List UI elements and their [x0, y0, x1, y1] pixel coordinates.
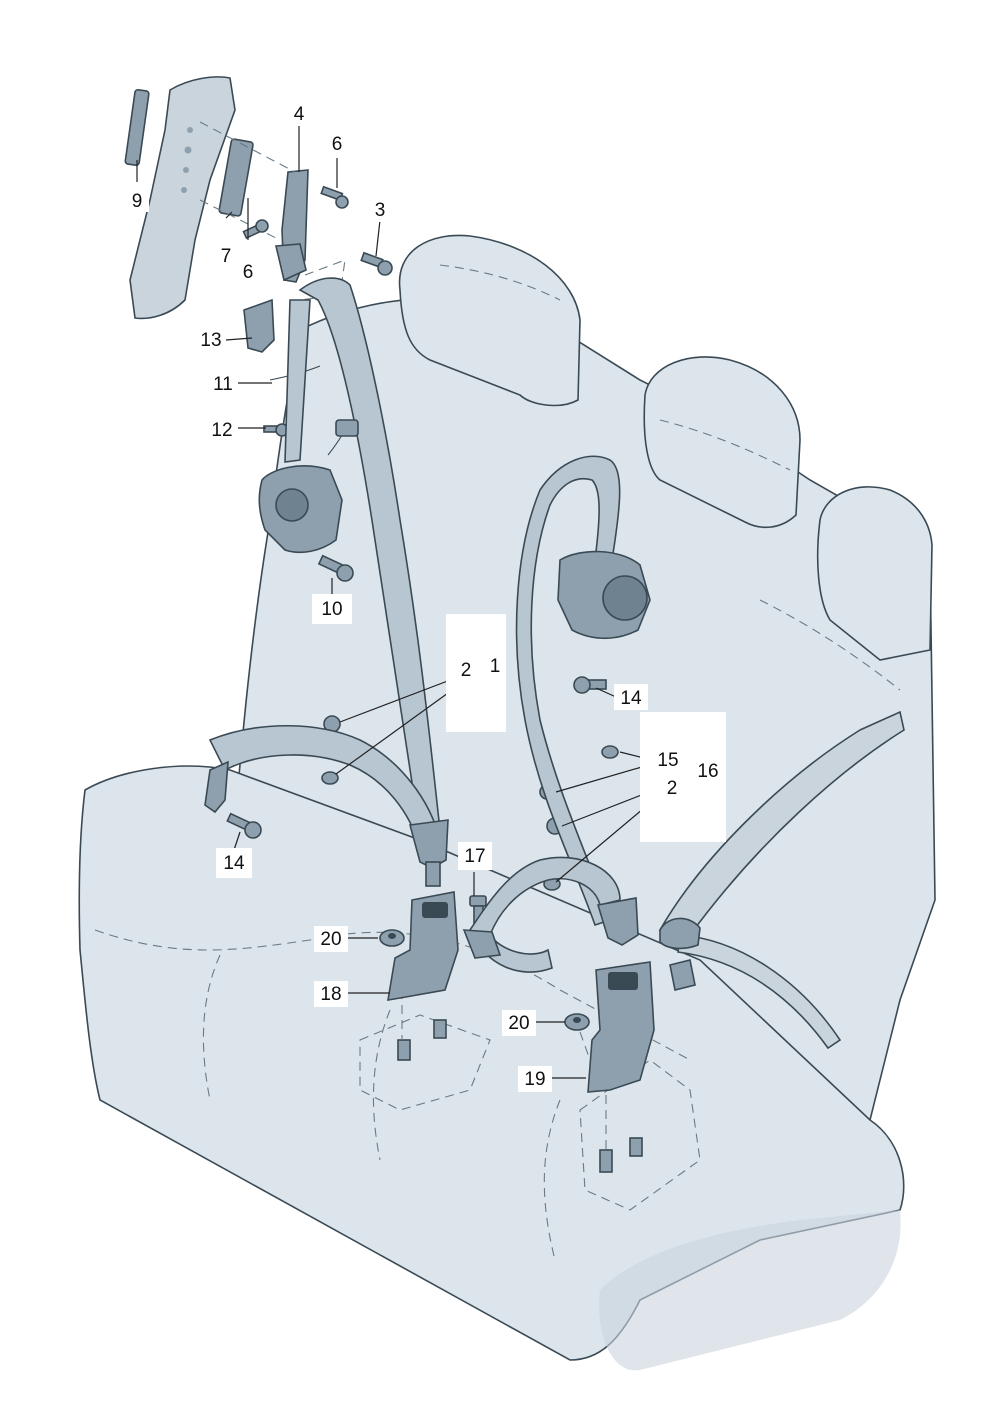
bolt-12: [263, 423, 289, 437]
buckle-19: [587, 961, 655, 1093]
label-box-9: [125, 186, 149, 212]
belt-center-webbing: [515, 455, 621, 927]
clip-13: [243, 298, 275, 353]
label-box-14-left: [216, 848, 252, 878]
belt-right: [658, 710, 905, 1050]
belt-left: [204, 277, 459, 1001]
headrest-center: [643, 356, 801, 529]
label-box-14-right: [614, 684, 648, 710]
label-box-12: [206, 416, 238, 442]
headrest-left: [398, 234, 581, 407]
label-box-10: [312, 594, 352, 624]
callout-7: 7: [221, 246, 232, 267]
connector-left: [335, 419, 359, 437]
bolt-6-upper: [320, 185, 349, 209]
callout-6-upper: 6: [332, 134, 343, 155]
mount-plate-left: [359, 1014, 491, 1111]
callout-14-left: 14: [223, 853, 245, 874]
bolt-10: [317, 554, 354, 582]
callout-18: 18: [320, 984, 341, 1005]
belt-left-anchor: [204, 760, 229, 814]
label-box-3: [368, 196, 392, 222]
callout-labels: 9 4 6 3 7 6 13 11 12 10 2 1 14 15 16 2 1…: [125, 100, 726, 1092]
guide-bracket: [275, 243, 307, 282]
label-box-13: [196, 326, 226, 352]
label-box-6-upper: [325, 130, 349, 156]
nut-20-left: [379, 929, 405, 947]
label-box-19: [518, 1066, 552, 1092]
label-box-6-lower: [236, 258, 260, 284]
pillar-trim: [124, 76, 309, 320]
nut-20-right: [564, 1013, 590, 1031]
cover-strip-9: [124, 88, 150, 167]
label-box-16: [640, 712, 726, 842]
seat-cushion-shade: [599, 1210, 901, 1371]
belt-center-lap: [469, 856, 621, 973]
callout-14-right: 14: [620, 688, 642, 709]
callout-20-right: 20: [508, 1013, 529, 1034]
leader-lines: [136, 124, 663, 1079]
pillar-trim-panel: [129, 76, 236, 320]
label-box-11: [208, 370, 238, 396]
callout-6-lower: 6: [243, 262, 254, 283]
belt-left-webbing: [298, 277, 441, 836]
label-box-20-left: [314, 926, 348, 952]
label-box-7: [214, 242, 238, 268]
callout-10: 10: [321, 599, 342, 620]
callout-16: 16: [697, 761, 718, 782]
rear-seat: [78, 234, 936, 1371]
belt-right-tongue: [659, 917, 701, 950]
callout-4: 4: [294, 104, 305, 125]
label-box-17: [458, 842, 492, 870]
callout-19: 19: [524, 1069, 545, 1090]
bolt-14-right: [573, 676, 607, 694]
tongue-center: [596, 897, 639, 946]
label-box-4: [287, 100, 311, 126]
callout-17: 17: [464, 846, 485, 867]
belt-center: [462, 455, 655, 1093]
headrest-right: [816, 486, 933, 661]
label-box-20-right: [502, 1010, 536, 1036]
callout-12: 12: [211, 420, 232, 441]
callout-20-left: 20: [320, 929, 341, 950]
buckle-18: [387, 891, 459, 1001]
bolt-6-lower: [242, 219, 269, 240]
callout-15: 15: [657, 750, 678, 771]
callout-2-left: 2: [461, 660, 472, 681]
belt-right-webbing: [658, 710, 905, 936]
washer-15: [601, 745, 619, 759]
callout-1: 1: [490, 656, 501, 677]
callout-9: 9: [132, 191, 143, 212]
bolt-3: [360, 251, 393, 276]
callout-13: 13: [200, 330, 221, 351]
label-box-18: [314, 981, 348, 1007]
callout-11: 11: [213, 374, 233, 395]
label-box-1: [446, 614, 506, 732]
washer-left: [321, 771, 339, 785]
callout-2-right: 2: [667, 778, 678, 799]
callout-3: 3: [375, 200, 386, 221]
bolt-14-left: [226, 812, 262, 839]
